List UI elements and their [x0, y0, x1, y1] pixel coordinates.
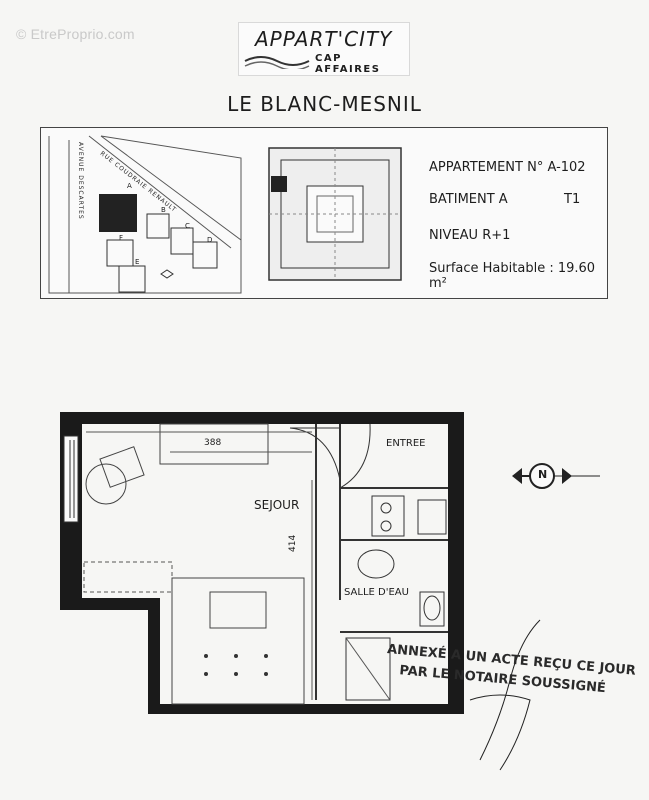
- building-label-b: B: [161, 206, 166, 214]
- building-label-f: F: [119, 234, 124, 242]
- building-label-c: C: [185, 222, 190, 230]
- room-label-sejour: SEJOUR: [254, 498, 300, 512]
- building-name: BATIMENT A: [429, 192, 508, 207]
- city-title: LE BLANC-MESNIL: [227, 92, 422, 116]
- surface-area: Surface Habitable : 19.60 m²: [429, 261, 596, 291]
- building-a: [99, 194, 137, 232]
- watermark-text: © EtreProprio.com: [16, 26, 135, 42]
- dimension-width: 388: [204, 438, 222, 448]
- dimension-height: 414: [288, 534, 298, 552]
- street-label-left: AVENUE DESCARTES: [77, 142, 84, 220]
- site-plan-map: [48, 135, 402, 294]
- building-label-a: A: [127, 182, 132, 190]
- room-label-entree: ENTREE: [386, 438, 426, 449]
- logo-wave-icon: [244, 56, 310, 69]
- info-box: AVENUE DESCARTES RUE COUDRAIE RENAULT A …: [40, 127, 608, 299]
- building-label-e: E: [135, 258, 140, 266]
- building-label-d: D: [207, 236, 213, 244]
- apartment-type: T1: [564, 192, 581, 207]
- logo-tagline: CAP AFFAIRES: [315, 53, 381, 75]
- compass-icon: [512, 463, 600, 489]
- apartment-number: APPARTEMENT N° A-102: [429, 160, 586, 175]
- room-label-salle-deau: SALLE D'EAU: [344, 587, 409, 598]
- floor-level: NIVEAU R+1: [429, 228, 511, 243]
- compass-north-label: N: [538, 468, 548, 481]
- logo-name: APPART'CITY: [255, 27, 393, 51]
- company-logo: APPART'CITY CAP AFFAIRES: [238, 22, 410, 76]
